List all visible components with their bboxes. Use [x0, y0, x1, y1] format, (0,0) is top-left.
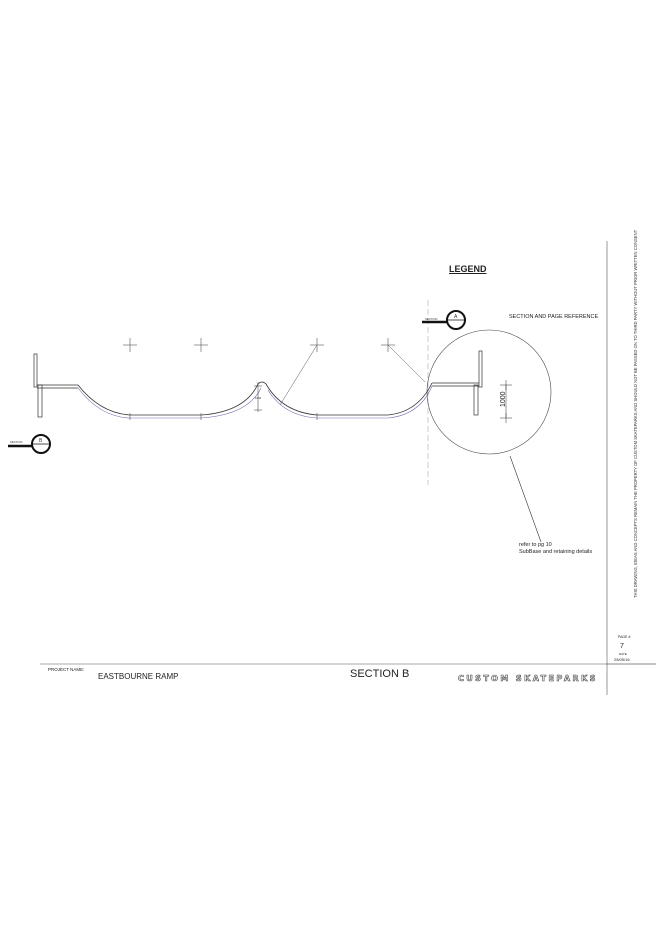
brand-logo: CUSTOM SKATEPARKS — [458, 674, 598, 683]
radius-lines — [279, 344, 426, 406]
section-marker-label: SECTION — [10, 440, 23, 444]
note-line-1: refer to pg 10 — [519, 542, 552, 548]
spine-dimension — [254, 382, 262, 412]
section-title: SECTION B — [350, 668, 410, 680]
disclaimer-text: THIS DRAWING, IDEAS AND CONCEPTS REMAIN … — [633, 229, 638, 598]
detail-circle — [426, 329, 552, 455]
center-marks — [123, 338, 395, 352]
project-name-label: PROJECT NAME: — [48, 667, 85, 672]
legend-marker-label: SECTION — [425, 317, 438, 321]
legend-section-reference: SECTION AND PAGE REFERENCE — [509, 314, 599, 320]
note-leader-line — [509, 455, 542, 543]
left-deck-post — [33, 353, 78, 418]
date-label: DATE — [619, 652, 627, 656]
section-marker-b — [8, 434, 51, 454]
detail-dimension-label: 1000 — [500, 391, 507, 407]
legend-marker-letter: A — [454, 314, 458, 320]
spine-dimension-label: 1000 — [255, 396, 262, 400]
page-number: 7 — [620, 643, 624, 650]
detail-dimension-marks — [500, 380, 512, 423]
date-value: 25/05/16 — [614, 657, 630, 662]
note-line-2: SubBase and retaining details — [519, 549, 593, 555]
page-label: PAGE # — [618, 635, 631, 639]
section-marker-letter: B — [39, 438, 43, 444]
legend-section-marker — [422, 310, 466, 330]
right-deck-post — [432, 350, 483, 416]
project-name: EASTBOURNE RAMP — [98, 672, 179, 681]
legend-title: LEGEND — [449, 264, 487, 274]
ramp-profile — [77, 381, 433, 420]
